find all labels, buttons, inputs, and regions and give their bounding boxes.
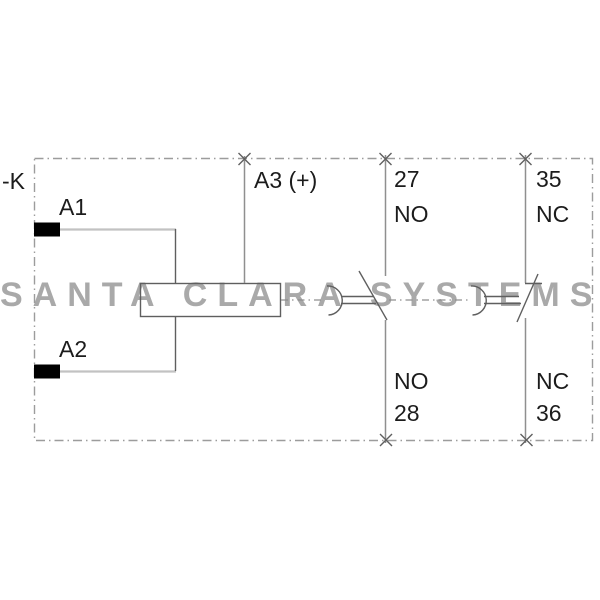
a2-terminal-label: A2: [59, 336, 88, 362]
nc-contact-top-type-label: NC: [536, 201, 570, 227]
no-contact-top-type-label: NO: [394, 201, 429, 227]
nc-top-boundary-cross-icon: [519, 152, 532, 166]
nc-actuator-arc-icon: [470, 285, 487, 316]
nc-contact-top-number-label: 35: [536, 166, 562, 192]
no-contact-symbol: [326, 270, 388, 321]
watermark-text: SANTA CLARA SYSTEMS: [0, 276, 600, 314]
a1-terminal-block: [34, 222, 60, 237]
nc-contact-moving-blade: [516, 273, 539, 323]
nc-contact-bottom-type-label: NC: [536, 368, 570, 394]
device-designation-label: -K: [2, 168, 25, 194]
a1-terminal-label: A1: [59, 194, 88, 220]
nc-contact-symbol: [470, 273, 542, 323]
a3-terminal-label: A3 (+): [254, 167, 318, 193]
no-top-boundary-cross-icon: [379, 152, 392, 166]
nc-bottom-boundary-cross-icon: [520, 433, 533, 447]
boundary-cross-icons: [238, 152, 533, 447]
no-contact-moving-blade: [358, 270, 388, 321]
a3-boundary-cross-icon: [238, 152, 251, 166]
enclosure-dashed-border: [33, 157, 594, 442]
no-actuator-arc-icon: [326, 285, 343, 316]
coil-box: [139, 282, 282, 318]
no-contact-bottom-type-label: NO: [394, 368, 429, 394]
no-contact-bottom-number-label: 28: [394, 400, 420, 426]
no-bottom-boundary-cross-icon: [379, 433, 393, 447]
no-contact-top-number-label: 27: [394, 166, 420, 192]
nc-contact-bottom-number-label: 36: [536, 400, 562, 426]
a2-terminal-block: [34, 364, 60, 379]
